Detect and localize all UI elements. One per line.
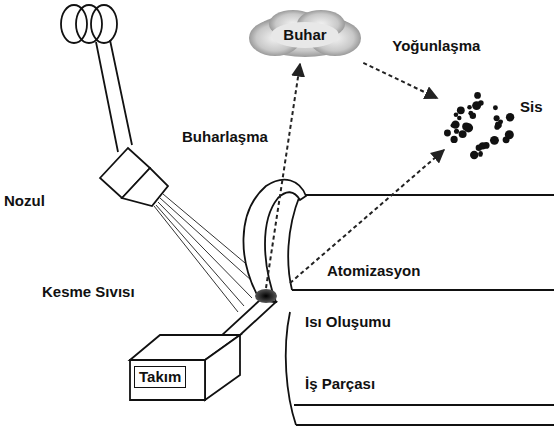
part-label: Kesme Sıvısı (40, 283, 137, 301)
edge-label: Yoğunlaşma (390, 37, 482, 55)
tool-tip (222, 300, 276, 335)
hose-coil (91, 5, 117, 43)
hose-coil (76, 5, 102, 43)
part-label: İş Parçası (303, 375, 377, 393)
mist-droplet (479, 142, 486, 149)
mist-droplet (494, 115, 500, 121)
evaporation-arrow (266, 64, 300, 288)
mist-droplet (457, 116, 461, 120)
part-label: Nozul (2, 192, 47, 210)
mist-droplet (474, 92, 481, 99)
cloud-core (271, 22, 339, 48)
hose-coil (61, 5, 87, 43)
workpiece-edge (286, 312, 296, 425)
mist-droplet (457, 106, 465, 114)
mist-droplet (462, 122, 470, 130)
nozzle-tip (122, 168, 168, 206)
atomization-arrow (290, 150, 444, 283)
cutting-tool (130, 300, 276, 400)
mist-droplet (504, 138, 509, 143)
part-label: Buharlaşma (180, 128, 270, 146)
node-text: Sis (520, 98, 543, 116)
workpiece-line (292, 195, 554, 425)
mist-droplet (470, 151, 478, 159)
part-label: Isı Oluşumu (303, 313, 393, 331)
mist-droplet (454, 129, 459, 134)
mist-droplet (459, 130, 467, 138)
mist-droplet (490, 136, 499, 145)
mist-droplet (468, 111, 473, 116)
cloud-puffs (249, 10, 361, 57)
node-text: Buhar (283, 26, 326, 44)
mist-droplet (493, 105, 498, 110)
mist-droplet (454, 112, 459, 117)
tool-side (205, 335, 240, 400)
node-text: Takım (139, 368, 181, 386)
condensation-arrow (363, 63, 437, 98)
mist-droplet (505, 130, 514, 139)
vapor-cloud: Buhar (245, 8, 365, 62)
mist-droplet (444, 130, 451, 137)
mist-droplet (495, 122, 502, 129)
tool-front (130, 360, 205, 400)
hose-tube (96, 40, 132, 152)
mist-droplet (467, 105, 472, 110)
nozzle (100, 148, 168, 206)
mist-droplet (478, 152, 482, 156)
mist-droplet (450, 136, 457, 143)
mist-droplet (451, 120, 459, 128)
coolant-hose (61, 5, 132, 152)
flow-arrows (266, 64, 444, 288)
part-label: Atomizasyon (325, 262, 422, 280)
workpiece (286, 195, 554, 425)
mist-dots (440, 84, 516, 164)
chip (243, 180, 306, 302)
mist-droplet (472, 101, 481, 110)
mist-droplet (506, 113, 514, 121)
heat-zone (255, 289, 277, 303)
tool-label-box: Takım (134, 366, 186, 388)
mist-cluster: Sis (440, 84, 543, 164)
